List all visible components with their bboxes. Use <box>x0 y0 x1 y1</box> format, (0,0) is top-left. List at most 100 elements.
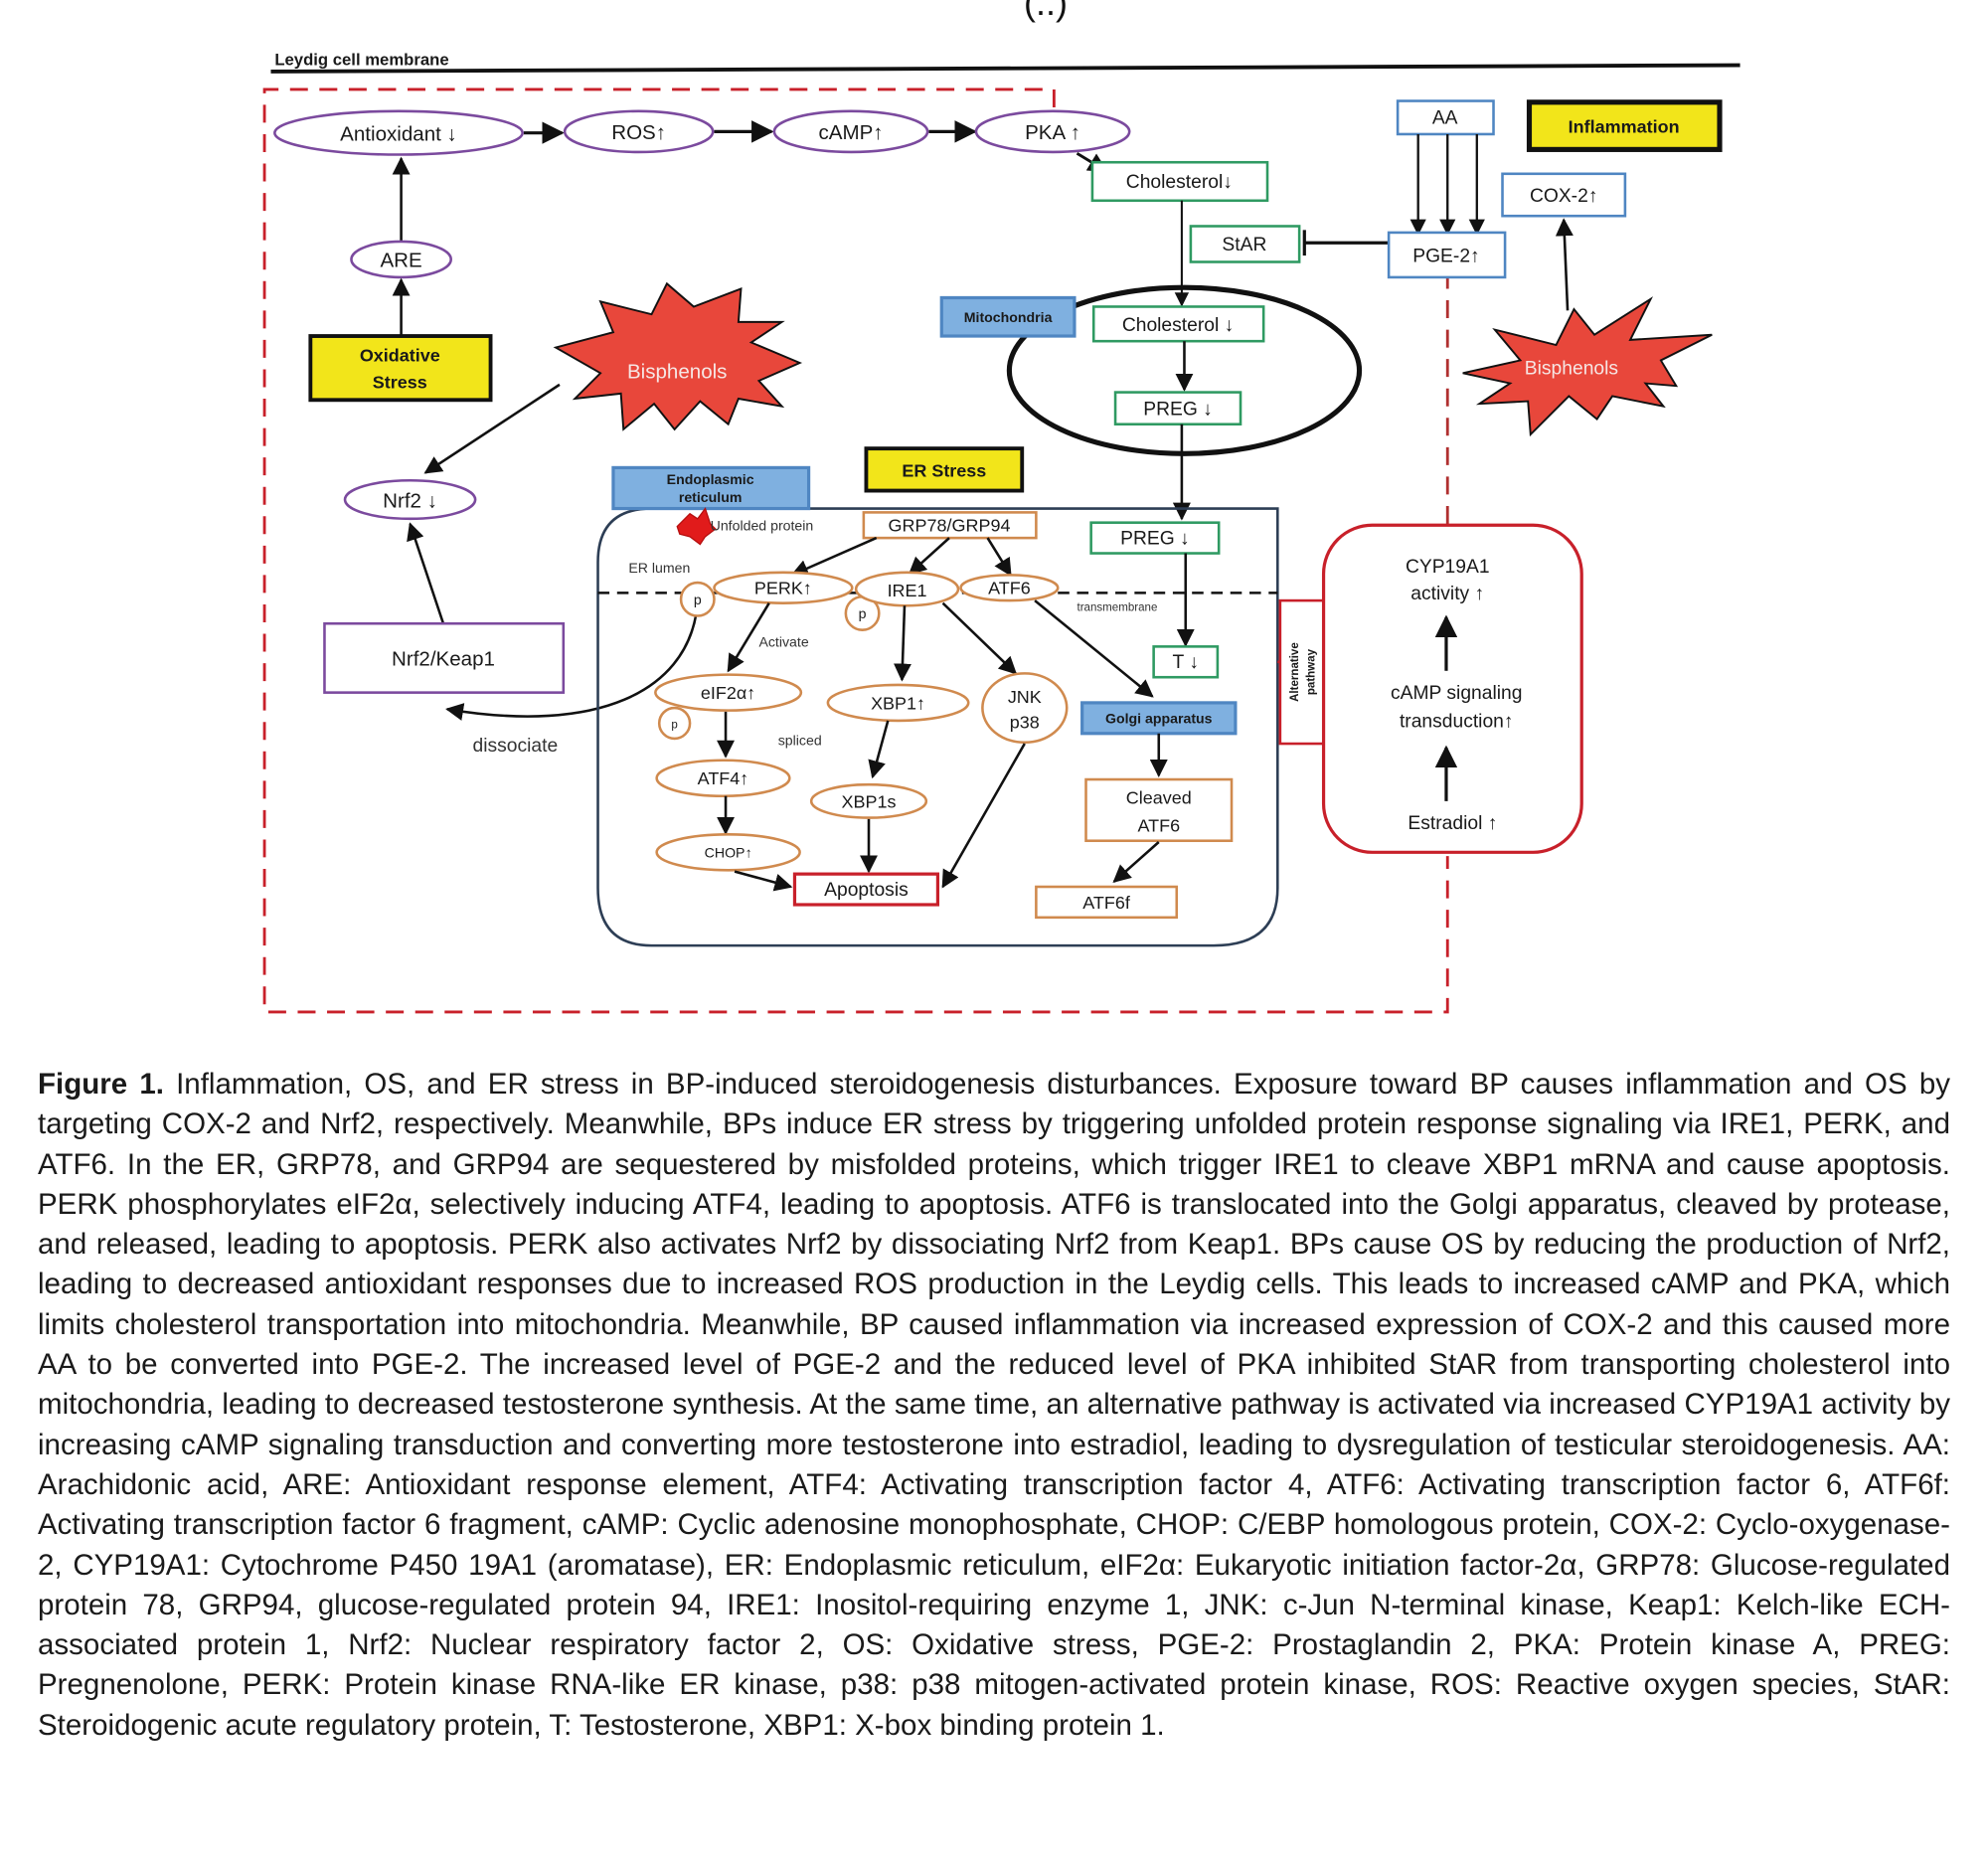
node-eif2a: eIF2α↑ <box>654 673 803 712</box>
figure-caption-text: Inflammation, OS, and ER stress in BP-in… <box>38 1068 1950 1742</box>
svg-text:p: p <box>694 592 702 607</box>
svg-text:PREG ↓: PREG ↓ <box>1143 400 1213 421</box>
node-ros: ROS↑ <box>563 109 715 154</box>
alt-pathway-box <box>1321 523 1583 854</box>
arrow-ire1-xbp1 <box>893 605 911 682</box>
node-aa: AA <box>1396 99 1495 136</box>
arrow-grp-ire1 <box>908 537 950 576</box>
svg-text:p38: p38 <box>1010 713 1040 733</box>
node-nrf2: Nrf2 ↓ <box>343 478 477 521</box>
node-xbp1s: XBP1s <box>809 782 928 819</box>
node-apoptosis: Apoptosis <box>792 872 940 907</box>
svg-text:cAMP↑: cAMP↑ <box>818 121 883 144</box>
node-are: ARE <box>350 240 452 279</box>
node-atf6: ATF6 <box>959 574 1060 602</box>
node-pka: PKA ↑ <box>974 109 1131 154</box>
arrow-dissociate <box>445 612 698 721</box>
node-camp-signaling: cAMP signaling <box>1391 683 1522 704</box>
node-cholesterol-mito: Cholesterol ↓ <box>1091 305 1265 343</box>
node-oxidative-stress: Oxidative Stress <box>308 334 493 403</box>
node-atf6f: ATF6f <box>1035 885 1179 920</box>
arrow-cleaved-atf6f <box>1112 841 1160 884</box>
svg-text:Endoplasmic: Endoplasmic <box>667 471 754 487</box>
label-mitochondria: Mitochondria <box>939 295 1077 338</box>
cell-boundary-dashed <box>262 87 1449 1014</box>
arrow-chop-apoptosis <box>734 870 793 892</box>
svg-text:StAR: StAR <box>1222 235 1266 255</box>
arrow-jnk-apoptosis <box>941 743 1026 889</box>
node-perk: PERK↑ <box>713 571 854 604</box>
svg-text:IRE1: IRE1 <box>888 581 927 600</box>
node-jnk-p38: JNK p38 <box>981 672 1069 745</box>
node-star: StAR <box>1189 225 1301 263</box>
node-cholesterol-top: Cholesterol↓ <box>1090 160 1269 203</box>
arrow-perk-eif2a <box>727 601 770 673</box>
arrow-bisphenols-cox2 <box>1555 218 1574 311</box>
unfolded-protein-label: Unfolded protein <box>711 517 814 533</box>
node-p-eif2a: p <box>657 706 692 741</box>
arrow-bisphenols-nrf2 <box>423 383 561 474</box>
cropped-panel-label: (..) <box>1024 0 1068 23</box>
svg-text:XBP1s: XBP1s <box>842 791 897 811</box>
node-cox2: COX-2↑ <box>1501 172 1627 218</box>
node-preg-er: PREG ↓ <box>1089 521 1221 555</box>
node-p-perk: p <box>679 581 716 617</box>
bisphenols-burst-left: Bisphenols <box>553 281 803 431</box>
svg-text:Nrf2/Keap1: Nrf2/Keap1 <box>392 648 495 671</box>
node-pge2: PGE-2↑ <box>1387 231 1507 279</box>
arrow-xbp1-xbp1s <box>868 720 890 779</box>
spliced-label: spliced <box>778 732 822 748</box>
bisphenols-burst-right: Bisphenols <box>1462 296 1713 437</box>
label-endoplasmic-reticulum: Endoplasmic reticulum <box>611 465 811 511</box>
svg-text:Oxidative: Oxidative <box>360 346 440 366</box>
node-estradiol: Estradiol ↑ <box>1408 813 1497 834</box>
svg-text:eIF2α↑: eIF2α↑ <box>701 683 755 703</box>
arrow-grp-atf6 <box>986 537 1012 577</box>
svg-text:XBP1↑: XBP1↑ <box>871 693 925 713</box>
figure-caption: Figure 1. Inflammation, OS, and ER stres… <box>38 1065 1950 1746</box>
cell-membrane-line <box>270 63 1740 74</box>
svg-text:p: p <box>859 605 867 621</box>
svg-text:ARE: ARE <box>380 250 421 272</box>
svg-text:PKA ↑: PKA ↑ <box>1025 121 1080 144</box>
label-golgi-apparatus: Golgi apparatus <box>1080 701 1238 736</box>
label-er-stress: ER Stress <box>864 446 1025 493</box>
figure-label: Figure 1. <box>38 1068 164 1101</box>
svg-text:T ↓: T ↓ <box>1173 652 1199 673</box>
svg-text:COX-2↑: COX-2↑ <box>1530 186 1598 207</box>
svg-text:Golgi apparatus: Golgi apparatus <box>1105 710 1213 726</box>
mitochondria-membrane <box>1006 284 1363 456</box>
node-cyp19a1: CYP19A1 <box>1406 557 1490 578</box>
svg-text:Cholesterol ↓: Cholesterol ↓ <box>1122 315 1234 336</box>
svg-text:Cleaved: Cleaved <box>1126 787 1192 807</box>
arrow-grp-perk <box>790 536 878 578</box>
node-p-ire1: p <box>844 594 881 631</box>
activate-label: Activate <box>758 633 808 649</box>
membrane-label: Leydig cell membrane <box>274 51 448 70</box>
svg-text:ATF4↑: ATF4↑ <box>698 768 749 788</box>
node-xbp1: XBP1↑ <box>826 683 970 723</box>
svg-text:PERK↑: PERK↑ <box>754 579 812 598</box>
node-antioxidant: Antioxidant ↓ <box>273 109 524 156</box>
node-camp: cAMP↑ <box>772 109 929 154</box>
er-membrane <box>596 507 1279 947</box>
svg-text:Stress: Stress <box>373 373 427 393</box>
svg-text:PREG ↓: PREG ↓ <box>1120 529 1190 550</box>
svg-text:GRP78/GRP94: GRP78/GRP94 <box>889 516 1011 536</box>
arrow-ire1-jnk <box>941 601 1018 675</box>
node-preg-mito: PREG ↓ <box>1113 391 1242 426</box>
svg-text:PGE-2↑: PGE-2↑ <box>1412 246 1479 266</box>
svg-text:ATF6: ATF6 <box>1137 816 1180 836</box>
svg-text:Inflammation: Inflammation <box>1569 117 1680 137</box>
svg-text:Bisphenols: Bisphenols <box>1525 359 1618 380</box>
label-alternative-pathway: Alternative pathway <box>1278 598 1325 746</box>
svg-text:Bisphenols: Bisphenols <box>627 360 728 383</box>
arrow-keap1-nrf2 <box>407 522 445 624</box>
transmembrane-label: transmembrane <box>1077 601 1158 613</box>
unfolded-protein-icon <box>676 507 717 546</box>
svg-text:JNK: JNK <box>1008 687 1042 707</box>
svg-text:ATF6f: ATF6f <box>1082 893 1131 913</box>
svg-text:CHOP↑: CHOP↑ <box>705 844 752 860</box>
svg-text:AA: AA <box>1432 108 1458 129</box>
svg-text:Cholesterol↓: Cholesterol↓ <box>1126 172 1233 193</box>
